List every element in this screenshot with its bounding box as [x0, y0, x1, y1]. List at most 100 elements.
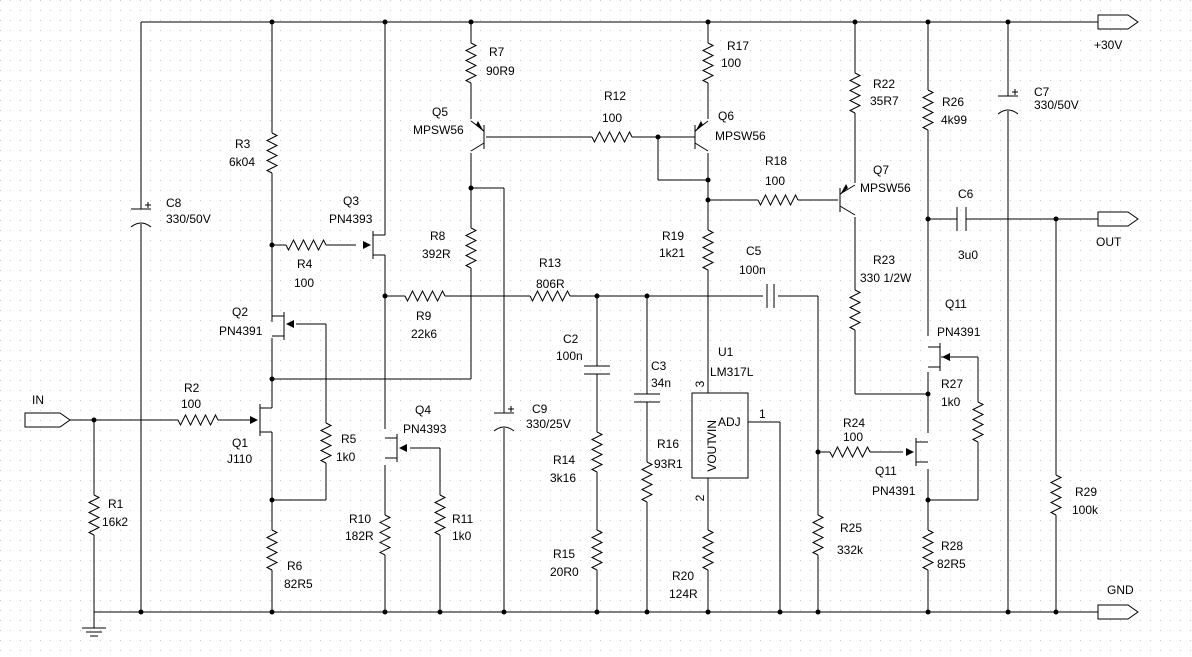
- r11-value: 1k0: [452, 529, 472, 543]
- resistor-r17: [701, 42, 715, 84]
- r1-value: 16k2: [102, 515, 128, 529]
- resistor-r9: [404, 289, 446, 303]
- u1-pin-adj: ADJ: [718, 415, 741, 429]
- r18-ref: R18: [765, 154, 787, 168]
- r4-ref: R4: [297, 257, 313, 271]
- supply-bus: [141, 14, 1139, 30]
- r17-value: 100: [721, 56, 741, 70]
- output-port: [1056, 211, 1139, 227]
- q11a-value: PN4391: [937, 325, 981, 339]
- r4-value: 100: [294, 276, 314, 290]
- c7-ref: C7: [1034, 85, 1050, 99]
- r7-value: 90R9: [486, 64, 515, 78]
- resistor-r24: [829, 445, 871, 459]
- r8-ref: R8: [430, 229, 446, 243]
- bjt-q5: [470, 120, 485, 152]
- r28-value: 82R5: [937, 557, 966, 571]
- resistor-r25: [811, 514, 825, 556]
- q11b-value: PN4391: [872, 484, 916, 498]
- u1-pin-vout: VOUT: [705, 438, 719, 472]
- resistor-r14: [590, 431, 604, 473]
- r22-ref: R22: [873, 77, 895, 91]
- jfet-q1: [250, 400, 273, 436]
- c8-ref: C8: [166, 196, 182, 210]
- r25-ref: R25: [840, 521, 862, 535]
- c2-ref: C2: [563, 332, 579, 346]
- capacitor-c2: [584, 365, 610, 375]
- r25-value: 332k: [837, 543, 864, 557]
- c5-value: 100n: [739, 263, 766, 277]
- resistor-r15: [590, 529, 604, 571]
- r27-ref: R27: [941, 377, 963, 391]
- resistor-r7: [464, 42, 478, 84]
- port-label-gnd: GND: [1107, 583, 1134, 597]
- input-port: [24, 412, 178, 428]
- r5-value: 1k0: [336, 450, 356, 464]
- q5-ref: Q5: [432, 105, 448, 119]
- r15-value: 20R0: [550, 565, 579, 579]
- q4-value: PN4393: [403, 422, 447, 436]
- capacitor-c5: [766, 284, 775, 308]
- q6-ref: Q6: [718, 109, 734, 123]
- r5-ref: R5: [341, 432, 357, 446]
- r20-ref: R20: [672, 569, 694, 583]
- resistor-r3: [265, 132, 279, 174]
- resistor-r26: [921, 89, 935, 131]
- c5-ref: C5: [746, 244, 762, 258]
- r24-ref: R24: [843, 416, 865, 430]
- q3-ref: Q3: [343, 194, 359, 208]
- resistor-r12: [591, 130, 633, 144]
- r9-value: 22k6: [411, 327, 437, 341]
- r3-value: 6k04: [229, 155, 255, 169]
- q7-value: MPSW56: [860, 181, 911, 195]
- port-label-vplus: +30V: [1094, 38, 1122, 52]
- q1-value: J110: [227, 452, 252, 466]
- r14-ref: R14: [553, 453, 575, 467]
- r8-value: 392R: [422, 247, 451, 261]
- resistor-r19: [701, 229, 715, 271]
- r17-ref: R17: [727, 39, 749, 53]
- r26-value: 4k99: [941, 113, 967, 127]
- r16-value: 93R1: [654, 457, 683, 471]
- jfet-q2: [272, 312, 294, 340]
- resistor-r18: [757, 193, 799, 207]
- r6-value: 82R5: [284, 577, 313, 591]
- capacitor-c9: [493, 406, 515, 432]
- resistor-r23: [848, 289, 862, 331]
- r19-ref: R19: [662, 229, 684, 243]
- resistor-r20: [701, 529, 715, 571]
- r12-ref: R12: [604, 89, 626, 103]
- capacitor-c3: [634, 393, 660, 403]
- resistor-r27: [971, 401, 985, 443]
- r24-value: 100: [843, 430, 863, 444]
- r3-ref: R3: [235, 137, 251, 151]
- u1-pin3: 3: [693, 380, 707, 387]
- resistor-r1: [87, 494, 101, 536]
- q11b-ref: Q11: [875, 464, 897, 478]
- resistors: [87, 42, 1063, 571]
- c6-ref: C6: [958, 187, 974, 201]
- resistor-r6: [265, 529, 279, 571]
- r18-value: 100: [765, 174, 785, 188]
- component-labels: R1 16k2 R2 100 R3 6k04 R4 100 R5 1k0 R6 …: [102, 39, 1099, 601]
- port-label-in: IN: [32, 393, 44, 407]
- c9-ref: C9: [532, 402, 548, 416]
- resistor-r5: [319, 422, 333, 464]
- r13-ref: R13: [539, 256, 561, 270]
- resistor-r8: [464, 227, 478, 269]
- c6-value: 3u0: [958, 248, 978, 262]
- q5-value: MPSW56: [413, 123, 464, 137]
- r20-value: 124R: [669, 587, 698, 601]
- u1-pin-vin: VIN: [705, 420, 719, 440]
- resistor-r22: [848, 72, 862, 114]
- resistor-r13: [529, 289, 571, 303]
- q4-ref: Q4: [415, 403, 431, 417]
- r27-value: 1k0: [941, 395, 961, 409]
- ground-symbol: [82, 612, 106, 637]
- q11a-ref: Q11: [945, 297, 967, 311]
- c3-value: 34n: [651, 376, 671, 390]
- c8-value: 330/50V: [166, 212, 211, 226]
- r22-value: 35R7: [870, 94, 899, 108]
